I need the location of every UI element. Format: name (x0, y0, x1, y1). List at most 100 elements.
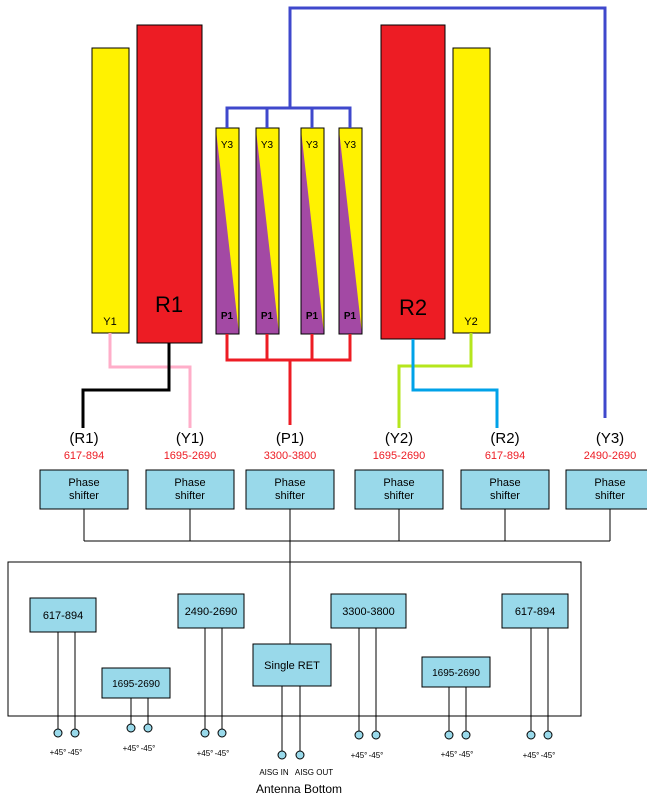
port-frequency: 3300-3800 (264, 450, 317, 462)
phase-shifter-label: Phase (174, 477, 205, 489)
connector-port-icon (217, 728, 227, 738)
band-box-label: 1695-2690 (432, 668, 480, 679)
connector-label: +45° (197, 749, 214, 758)
band-box (177, 593, 245, 629)
element-y3p1-1: Y3 P1 (215, 127, 240, 335)
connector-label: +45° (123, 744, 140, 753)
connector-label: -45° (459, 750, 474, 759)
port-frequency: 2490-2690 (584, 450, 637, 462)
ports-layer: (R1)617-894Phaseshifter(Y1)1695-2690Phas… (39, 430, 647, 510)
wire-p1-bus (225, 334, 352, 362)
connector-label: -45° (541, 751, 556, 760)
band-box-label: 617-894 (43, 610, 83, 622)
phase-shifter-label: shifter (275, 490, 305, 502)
element-y3p1-2: Y3 P1 (255, 127, 280, 335)
connector-port-icon (543, 730, 553, 740)
element-y1-label: Y1 (103, 316, 116, 328)
element-y2-label: Y2 (464, 316, 477, 328)
port-frequency: 617-894 (64, 450, 104, 462)
port-label: (R1) (69, 430, 98, 447)
element-y3p1-4: Y3 P1 (338, 127, 363, 335)
element-y3-label: Y3 (344, 140, 357, 151)
phase-shifter-label: Phase (68, 477, 99, 489)
band-box (330, 593, 407, 629)
phase-shifter-box (460, 469, 550, 510)
element-p1-label: P1 (221, 311, 234, 322)
phase-shifter-label: shifter (490, 490, 520, 502)
band-box-label: 3300-3800 (342, 606, 395, 618)
phase-shifter-box (354, 469, 444, 510)
phase-shifter-label: Phase (274, 477, 305, 489)
band-box-label: 617-894 (515, 606, 555, 618)
wire-r1 (81, 343, 171, 428)
phase-shifter-label: shifter (69, 490, 99, 502)
connector-port-icon (53, 728, 63, 738)
wire-y1 (108, 333, 192, 428)
connector-label: +45° (50, 748, 67, 757)
antenna-elements: R1 R2 Y1 Y2 Y3 P1 Y3 P1 Y3 P1 (91, 24, 491, 344)
port-label: (P1) (276, 430, 304, 447)
element-p1-label: P1 (261, 311, 274, 322)
connector-label: -45° (215, 749, 230, 758)
phase-shifter-label: shifter (595, 490, 625, 502)
element-r1 (136, 24, 203, 344)
phase-shifter-label: Phase (383, 477, 414, 489)
phase-shifter-box (39, 469, 129, 510)
connector-port-icon (444, 730, 454, 740)
element-r2 (380, 24, 446, 340)
port-label: (R2) (490, 430, 519, 447)
phase-shifter-label: shifter (384, 490, 414, 502)
aisg-label: AISG OUT (295, 768, 333, 777)
element-p1-label: P1 (306, 311, 319, 322)
connector-port-icon (70, 728, 80, 738)
feed-wires (81, 6, 607, 428)
output-bus (83, 509, 611, 655)
element-y3-label: Y3 (261, 140, 274, 151)
band-box-label: 1695-2690 (112, 679, 160, 690)
connector-port-icon (143, 723, 153, 733)
band-box-label: 2490-2690 (185, 606, 238, 618)
port-label: (Y3) (596, 430, 624, 447)
element-p1-label: P1 (344, 311, 357, 322)
wire-r2 (411, 339, 499, 428)
element-r2-label: R2 (399, 295, 427, 320)
connector-port-icon (526, 730, 536, 740)
aisg-port-icon (295, 750, 305, 760)
element-y1 (91, 47, 130, 334)
element-y2 (452, 47, 491, 334)
wire-y3-bus (225, 106, 352, 128)
connector-label: -45° (68, 748, 83, 757)
phase-shifter-label: shifter (175, 490, 205, 502)
single-ret-box (252, 643, 332, 687)
port-label: (Y1) (176, 430, 204, 447)
connector-label: +45° (351, 751, 368, 760)
connector-port-icon (354, 730, 364, 740)
connector-port-icon (200, 728, 210, 738)
connector-port-icon (126, 723, 136, 733)
connector-label: +45° (441, 750, 458, 759)
connector-label: +45° (523, 751, 540, 760)
phase-shifter-label: Phase (489, 477, 520, 489)
band-box (101, 667, 171, 699)
connector-port-icon (461, 730, 471, 740)
connector-port-icon (371, 730, 381, 740)
phase-shifter-box (245, 469, 335, 510)
single-ret-label: Single RET (264, 660, 320, 672)
element-y3-label: Y3 (221, 140, 234, 151)
element-y3-label: Y3 (306, 140, 319, 151)
port-frequency: 1695-2690 (164, 450, 217, 462)
port-frequency: 1695-2690 (373, 450, 426, 462)
aisg-label: AISG IN (259, 768, 289, 777)
connector-label: -45° (141, 744, 156, 753)
band-box (421, 656, 491, 688)
port-label: (Y2) (385, 430, 413, 447)
element-y3p1-3: Y3 P1 (300, 127, 325, 335)
aisg-port-icon (277, 750, 287, 760)
